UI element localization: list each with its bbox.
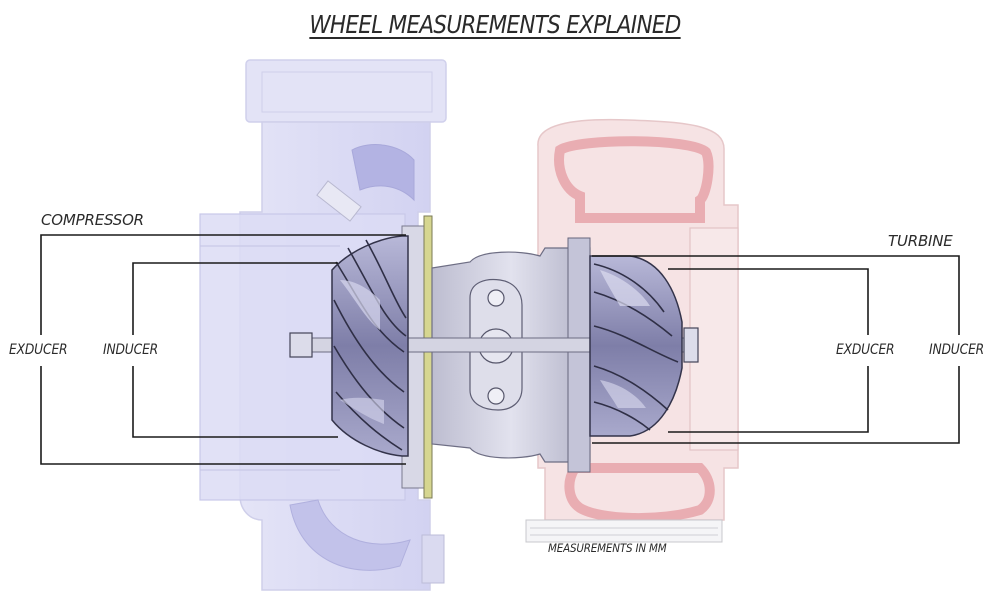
oil-flange-bolt-top <box>487 289 505 307</box>
turbine-heat-shield <box>567 237 591 473</box>
turbine-blade-5 <box>593 401 651 431</box>
turbine-inducer-label: INDUCER <box>929 342 985 358</box>
compressor-wheel <box>331 235 409 457</box>
turbine-volute-ring-bottom <box>564 463 715 523</box>
compressor-lower-bolt <box>421 534 445 584</box>
units-footnote: MEASUREMENTS IN MM <box>548 541 667 555</box>
compressor-blade-3 <box>365 239 407 319</box>
compressor-port-fitting <box>316 180 362 222</box>
turbine-volute-ring-top <box>554 136 714 223</box>
compressor-outlet-flange <box>261 71 433 113</box>
compressor-inducer-label: INDUCER <box>103 342 159 358</box>
compressor-nut <box>289 332 313 358</box>
compressor-inducer-bracket <box>132 262 338 438</box>
turbine-wheel <box>589 255 683 437</box>
compressor-exducer-bracket <box>40 234 406 465</box>
turbine-blade-1 <box>593 263 665 313</box>
measurement-brackets <box>40 234 960 465</box>
compressor-volute-cavity <box>351 144 415 202</box>
turbine-inducer-bracket <box>592 255 960 444</box>
turbine-nut <box>683 327 699 363</box>
compressor-exducer-label: EXDUCER <box>9 342 68 358</box>
compressor-blade-5 <box>333 345 405 429</box>
turbine-inlet-flange <box>525 519 723 543</box>
turbine-exducer-bracket <box>668 268 869 433</box>
oil-flange-bolt-bottom <box>487 387 505 405</box>
turbine-exducer-label: EXDUCER <box>836 342 895 358</box>
compressor-volute-cavity-lower <box>289 499 411 571</box>
page-title: WHEEL MEASUREMENTS EXPLAINED <box>309 10 681 39</box>
turbine-blade-3 <box>593 325 679 363</box>
turbine-blade-2 <box>593 291 673 337</box>
compressor-label: COMPRESSOR <box>41 211 144 229</box>
compressor-seal-plate <box>423 215 433 499</box>
compressor-outlet-pipe <box>245 59 447 123</box>
compressor-blade-4 <box>333 299 405 393</box>
turbine-blade-4 <box>593 365 669 411</box>
turbine-label: TURBINE <box>888 232 953 250</box>
